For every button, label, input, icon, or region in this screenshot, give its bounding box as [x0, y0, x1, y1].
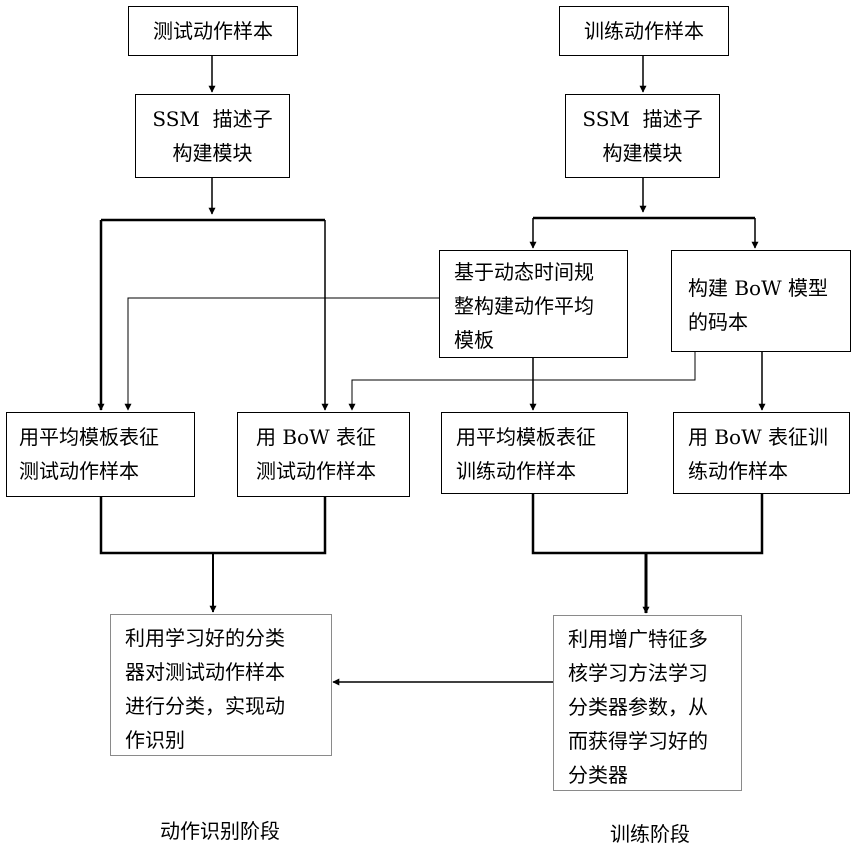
test-avg-repr-box: 用平均模板表征 测试动作样本: [6, 412, 195, 497]
test-classify-box: 利用学习好的分类 器对测试动作样本 进行分类，实现动 作识别: [110, 614, 332, 756]
train-codebook-box: 构建 BoW 模型 的码本: [671, 250, 851, 352]
test-sample-box: 测试动作样本: [128, 6, 298, 56]
test-classify-label: 利用学习好的分类 器对测试动作样本 进行分类，实现动 作识别: [125, 621, 331, 757]
training-stage-label: 训练阶段: [610, 818, 690, 847]
arrow-codebook-to-test-bow: [352, 352, 695, 410]
train-avg-repr-label: 用平均模板表征 训练动作样本: [456, 420, 627, 488]
train-mkl-box: 利用增广特征多 核学习方法学习 分类器参数，从 而获得学习好的 分类器: [553, 615, 742, 791]
test-bow-repr-box: 用 BoW 表征 测试动作样本: [237, 412, 410, 497]
train-ssm-box: SSM 描述子 构建模块: [565, 94, 720, 178]
train-dtw-box: 基于动态时间规 整构建动作平均 模板: [439, 250, 628, 358]
test-merge: [101, 497, 325, 553]
test-bow-repr-label: 用 BoW 表征 测试动作样本: [256, 420, 409, 488]
train-mkl-label: 利用增广特征多 核学习方法学习 分类器参数，从 而获得学习好的 分类器: [568, 622, 741, 792]
test-ssm-box: SSM 描述子 构建模块: [135, 94, 290, 178]
train-dtw-label: 基于动态时间规 整构建动作平均 模板: [454, 255, 627, 357]
train-avg-repr-box: 用平均模板表征 训练动作样本: [441, 412, 628, 494]
train-bow-repr-box: 用 BoW 表征训 练动作样本: [673, 412, 850, 494]
test-avg-repr-label: 用平均模板表征 测试动作样本: [19, 420, 194, 488]
test-ssm-label: SSM 描述子 构建模块: [152, 102, 272, 170]
train-codebook-label: 构建 BoW 模型 的码本: [688, 271, 850, 339]
train-merge: [533, 494, 762, 553]
train-sample-box: 训练动作样本: [559, 6, 729, 56]
test-sample-label: 测试动作样本: [153, 14, 273, 48]
train-sample-label: 训练动作样本: [584, 14, 704, 48]
arrow-dtw-to-test-avg: [128, 298, 441, 410]
recognition-stage-label: 动作识别阶段: [160, 815, 280, 844]
train-ssm-label: SSM 描述子 构建模块: [582, 102, 702, 170]
train-bow-repr-label: 用 BoW 表征训 练动作样本: [688, 420, 849, 488]
